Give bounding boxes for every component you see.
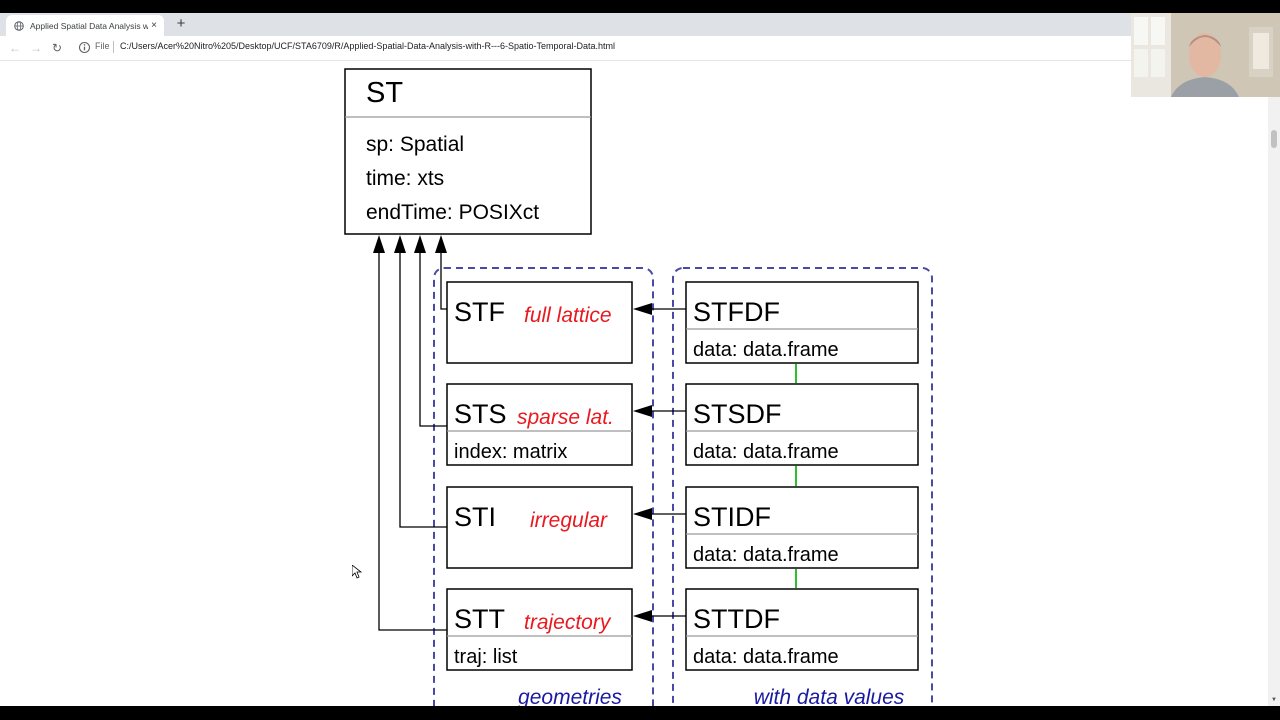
globe-icon	[14, 20, 24, 31]
back-button[interactable]: ←	[9, 41, 21, 55]
sts-type-label: sparse lat.	[517, 406, 614, 429]
sts-class-name: STS	[454, 399, 507, 429]
stt-class-name: STT	[454, 604, 505, 634]
tab-strip	[0, 13, 1280, 36]
st-slot-sp: sp: Spatial	[366, 133, 464, 156]
sttdf-class-box: STTDF data: data.frame	[685, 588, 919, 671]
stt-class-box: STT trajectory traj: list	[446, 588, 633, 671]
address-separator	[113, 41, 114, 53]
stfdf-slot-data: data: data.frame	[693, 339, 839, 361]
page-content: ST sp: Spatial time: xts endTime: POSIXc…	[0, 61, 1268, 706]
reload-button[interactable]: ↻	[51, 41, 63, 55]
arrowhead-icon	[373, 235, 385, 253]
stf-type-label: full lattice	[524, 304, 612, 327]
vertical-scrollbar[interactable]	[1268, 61, 1280, 706]
stidf-class-box: STIDF data: data.frame	[685, 486, 919, 569]
arrowhead-icon	[633, 610, 652, 622]
scroll-down-icon[interactable]: ▼	[1271, 697, 1277, 703]
sti-inherit-line	[399, 252, 447, 528]
arrowhead-icon	[394, 235, 406, 253]
spacetime-class-diagram: ST sp: Spatial time: xts endTime: POSIXc…	[344, 68, 933, 706]
sts-inherit-line	[419, 252, 447, 427]
screen-bottom-border	[0, 706, 1280, 720]
data-values-group-box	[672, 267, 933, 706]
st-class-box	[344, 68, 592, 235]
st-slot-endtime: endTime: POSIXct	[366, 201, 539, 224]
browser-toolbar	[0, 36, 1280, 61]
webcam-overlay	[1131, 13, 1280, 97]
stsdf-class-box: STSDF data: data.frame	[685, 383, 919, 466]
stt-slot-traj: traj: list	[454, 646, 518, 668]
geometries-group-box	[433, 267, 654, 706]
address-bar-url[interactable]: C:/Users/Acer%20Nitro%205/Desktop/UCF/ST…	[120, 41, 616, 51]
stfdf-class-name: STFDF	[693, 297, 780, 327]
new-tab-button[interactable]: +	[176, 15, 186, 32]
scrollbar-thumb[interactable]	[1271, 130, 1277, 148]
sttdf-slot-data: data: data.frame	[693, 646, 839, 668]
stt-inherit-line	[378, 252, 447, 631]
st-slot-time: time: xts	[366, 167, 444, 190]
arrowhead-icon	[414, 235, 426, 253]
sts-slot-index: index: matrix	[454, 441, 567, 463]
stf-inherit-line	[440, 252, 447, 310]
tab-title: Applied Spatial Data Analysis wi	[30, 20, 148, 31]
stsdf-slot-data: data: data.frame	[693, 441, 839, 463]
sts-class-box: STS sparse lat. index: matrix	[446, 383, 633, 466]
address-scheme-label: File	[95, 41, 110, 51]
geometries-group-label: geometries	[518, 686, 622, 706]
sti-type-label: irregular	[530, 509, 608, 532]
arrowhead-icon	[633, 405, 652, 417]
stsdf-class-name: STSDF	[693, 399, 782, 429]
stf-class-name: STF	[454, 297, 505, 327]
stfdf-class-box: STFDF data: data.frame	[685, 281, 919, 364]
stf-class-box: STF full lattice	[446, 281, 633, 364]
stidf-class-name: STIDF	[693, 502, 771, 532]
arrowhead-icon	[633, 508, 652, 520]
sttdf-class-name: STTDF	[693, 604, 780, 634]
sti-class-name: STI	[454, 502, 496, 532]
arrowhead-icon	[435, 235, 447, 253]
forward-button[interactable]: →	[30, 41, 42, 55]
mouse-cursor-icon	[352, 565, 362, 579]
tab-close-icon[interactable]: ×	[151, 20, 157, 31]
screen-top-border	[0, 0, 1280, 13]
data-values-group-label: with data values	[754, 686, 905, 706]
stt-type-label: trajectory	[524, 611, 612, 634]
sti-class-box: STI irregular	[446, 486, 633, 569]
info-icon[interactable]	[78, 41, 91, 54]
browser-tab[interactable]: Applied Spatial Data Analysis wi ×	[6, 15, 164, 36]
arrowhead-icon	[633, 303, 652, 315]
stidf-slot-data: data: data.frame	[693, 544, 839, 566]
st-class-name: ST	[366, 77, 403, 109]
